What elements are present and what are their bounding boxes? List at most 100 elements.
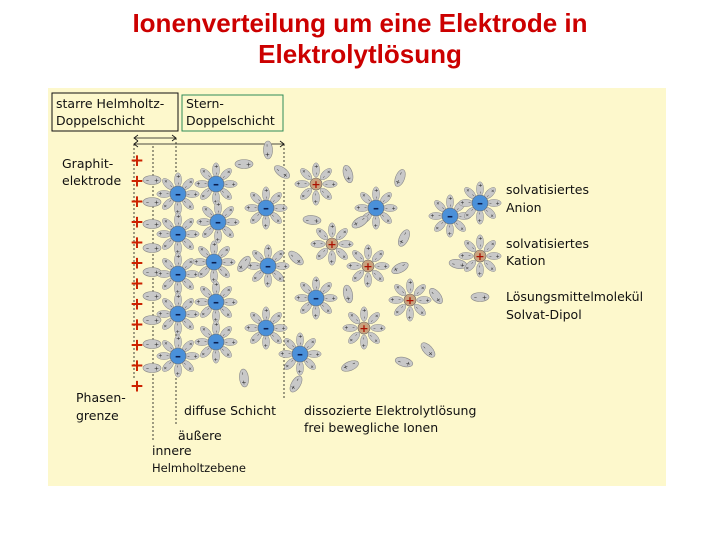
electrode-plus-sign: + <box>130 295 144 315</box>
solvent-dipole <box>393 354 415 370</box>
svg-text:–: – <box>213 335 219 349</box>
svg-text:–: – <box>211 255 217 269</box>
inner-plane-label: innere <box>152 443 192 458</box>
svg-text:+: + <box>363 260 372 273</box>
solvent-dipole <box>262 140 274 160</box>
title-line-2: Elektrolytlösung <box>258 39 462 69</box>
svg-text:+: + <box>327 238 336 251</box>
solvent-dipole <box>234 159 254 169</box>
page-title: Ionenverteilung um eine Elektrode in Ele… <box>0 8 720 70</box>
electrode-plus-sign: + <box>130 336 144 356</box>
svg-text:–: – <box>447 209 453 223</box>
svg-text:–: – <box>373 201 379 215</box>
electrode-plus-sign: + <box>130 254 144 274</box>
legend-anion-label-1: solvatisiertes <box>506 182 589 197</box>
solvated-anion: – <box>244 306 288 350</box>
solvent-dipole <box>339 357 361 375</box>
solvated-anion: – <box>156 334 200 378</box>
solvated-cation: + <box>346 244 390 288</box>
legend-solvent-label-1: Lösungsmittelmolekül <box>506 289 643 304</box>
solvated-cation: + <box>388 278 432 322</box>
electrode-plus-sign: + <box>130 233 144 253</box>
solvent-dipole <box>302 214 322 226</box>
electrode-plus-sign: + <box>130 274 144 294</box>
solvated-anion: – <box>192 240 236 284</box>
solvent-dipole <box>340 163 356 185</box>
solvent-dipole <box>418 339 438 361</box>
electrode-plus-sign: + <box>130 377 144 397</box>
solvent-dipole <box>426 285 446 307</box>
svg-text:–: – <box>175 267 181 281</box>
svg-text:–: – <box>175 187 181 201</box>
svg-text:–: – <box>215 215 221 229</box>
electrode-label-1: Graphit- <box>62 156 113 171</box>
solvent-dipole <box>285 248 307 268</box>
legend-solvent-label-2: Solvat-Dipol <box>506 307 582 322</box>
diffuse-layer-label: diffuse Schicht <box>184 403 276 418</box>
solvated-anion: – <box>196 200 240 244</box>
legend-solvent-symbol <box>470 292 490 302</box>
double-layer-diagram: – + starre Helmholtz- Doppelschicht Ster… <box>48 88 666 486</box>
solvated-anion: – <box>244 186 288 230</box>
solvated-anion: – <box>194 320 238 364</box>
svg-text:–: – <box>477 196 483 210</box>
stern-box <box>181 94 284 132</box>
solvated-cation: + <box>342 306 386 350</box>
adsorbed-dipole <box>142 219 162 229</box>
svg-text:–: – <box>265 259 271 273</box>
electrode-plus-sign: + <box>130 356 144 376</box>
diagram-svg: – + starre Helmholtz- Doppelschicht Ster… <box>51 92 643 475</box>
helmholtz-label-1: starre Helmholtz- <box>56 96 164 111</box>
solvent-dipole <box>395 227 413 249</box>
solvated-anion: – <box>428 194 472 238</box>
adsorbed-dipole <box>142 175 162 185</box>
legend-anion-label-2: Anion <box>506 200 542 215</box>
solvated-anion: – <box>194 280 238 324</box>
adsorbed-dipole <box>142 243 162 253</box>
electrode-plus-sign: + <box>130 192 144 212</box>
svg-text:+: + <box>475 250 484 263</box>
adsorbed-dipole <box>142 197 162 207</box>
solvated-cation: + <box>294 162 338 206</box>
solvated-anion: – <box>156 212 200 256</box>
title-line-1: Ionenverteilung um eine Elektrode in <box>132 8 588 38</box>
legend-anion-symbol: – <box>458 181 502 225</box>
helmholtz-label-2: Doppelschicht <box>56 113 145 128</box>
solvated-anion: – <box>246 244 290 288</box>
adsorbed-dipole <box>142 291 162 301</box>
solvated-anion: – <box>156 292 200 336</box>
solvated-anion: – <box>156 172 200 216</box>
svg-text:–: – <box>263 321 269 335</box>
solvated-anion: – <box>278 332 322 376</box>
stern-label-2: Doppelschicht <box>186 113 275 128</box>
svg-text:–: – <box>213 177 219 191</box>
electrode-plus-sign: + <box>130 213 144 233</box>
solvent-dipole <box>287 373 305 395</box>
svg-text:+: + <box>311 178 320 191</box>
svg-text:–: – <box>313 291 319 305</box>
solvated-anion: – <box>354 186 398 230</box>
solvent-dipole <box>341 283 355 305</box>
svg-text:–: – <box>297 347 303 361</box>
ion-layer: –––––––––––––++–++––+––+ <box>142 140 502 395</box>
svg-text:–: – <box>213 295 219 309</box>
electrode-label-2: elektrode <box>62 173 121 188</box>
stern-arrow <box>133 140 285 148</box>
svg-text:–: – <box>175 227 181 241</box>
svg-text:–: – <box>175 307 181 321</box>
electrode-plus-sign: + <box>130 151 144 171</box>
dissociated-label-1: dissozierte Elektrolytlösung <box>304 403 476 418</box>
helmholtz-arrow <box>133 134 177 142</box>
legend-cation-symbol: + <box>458 234 502 278</box>
legend-cation-label-1: solvatisiertes <box>506 236 589 251</box>
legend-cation-label-2: Kation <box>506 253 546 268</box>
electrode-charges: ++++++++++++ <box>130 151 144 397</box>
svg-text:+: + <box>405 294 414 307</box>
adsorbed-dipole <box>142 339 162 349</box>
stern-label-1: Stern- <box>186 96 224 111</box>
solvent-dipole <box>271 162 293 182</box>
helmholtzebene-label: Helmholtzebene <box>152 461 246 475</box>
svg-text:+: + <box>359 322 368 335</box>
solvent-dipole <box>238 368 250 388</box>
solvent-dipole <box>389 259 411 277</box>
